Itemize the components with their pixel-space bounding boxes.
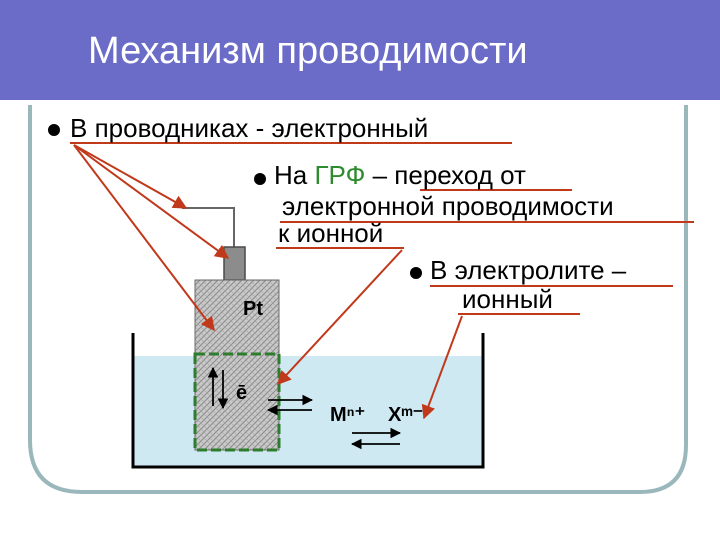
electron-label: ē (236, 382, 248, 404)
bullet-dot-1 (48, 124, 60, 136)
electrolyte (133, 356, 483, 467)
pointer-to-electrode (73, 144, 215, 332)
anion-label: Xᵐ⁻ (388, 404, 424, 426)
bullet-2-prefix: На (274, 160, 315, 190)
bullet-1-text: В проводниках - электронный (70, 113, 429, 143)
bullet-dot-3 (410, 267, 422, 279)
pointer-to-wire (73, 144, 188, 209)
pt-electrode (194, 279, 280, 451)
grf-label: ГРФ (314, 160, 366, 190)
pt-label: Pt (243, 298, 263, 320)
bullet-3-line-2: ионный (462, 284, 553, 314)
pointer-to-connector (73, 144, 230, 259)
slide-frame (28, 105, 688, 494)
vessel (131, 333, 485, 469)
wire (182, 207, 235, 248)
bullet-2-line-1: На ГРФ – переход от (274, 160, 526, 190)
cation-label: Mⁿ⁺ (330, 404, 366, 426)
bullet-2-line-3: к ионной (278, 218, 384, 248)
grf-boundary (193, 352, 281, 452)
bullet-2-line-2: электронной проводимости (282, 191, 614, 221)
bullet-dot-2 (254, 173, 266, 185)
bullet-2-rest: – переход от (365, 160, 526, 190)
bullet-3-line-1: В электролите – (430, 255, 627, 285)
slide-title: Механизм проводимости (88, 30, 528, 72)
pointer-to-electrolyte (421, 315, 463, 420)
title-bar (0, 0, 720, 100)
connector (223, 246, 246, 281)
pointer-to-interface (277, 249, 403, 386)
